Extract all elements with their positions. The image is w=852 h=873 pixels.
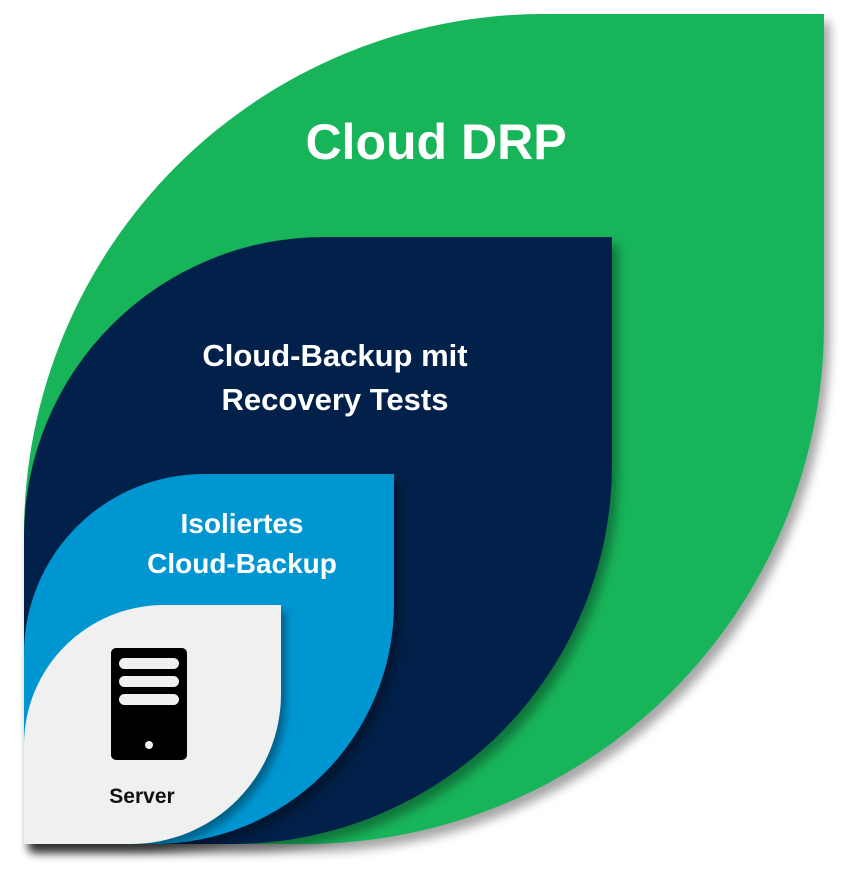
recovery-tests-title-line2: Recovery Tests [221,382,449,417]
isolated-backup-title-line2: Cloud-Backup [147,548,337,579]
cloud-drp-title: Cloud DRP [305,114,567,170]
isolated-backup-title: Isoliertes Cloud-Backup [92,504,392,584]
server-label: Server [109,785,175,808]
recovery-tests-title-line1: Cloud-Backup mit [202,338,468,373]
server-icon [111,648,187,760]
isolated-backup-title-line1: Isoliertes [180,508,304,539]
recovery-tests-title: Cloud-Backup mit Recovery Tests [135,334,535,422]
